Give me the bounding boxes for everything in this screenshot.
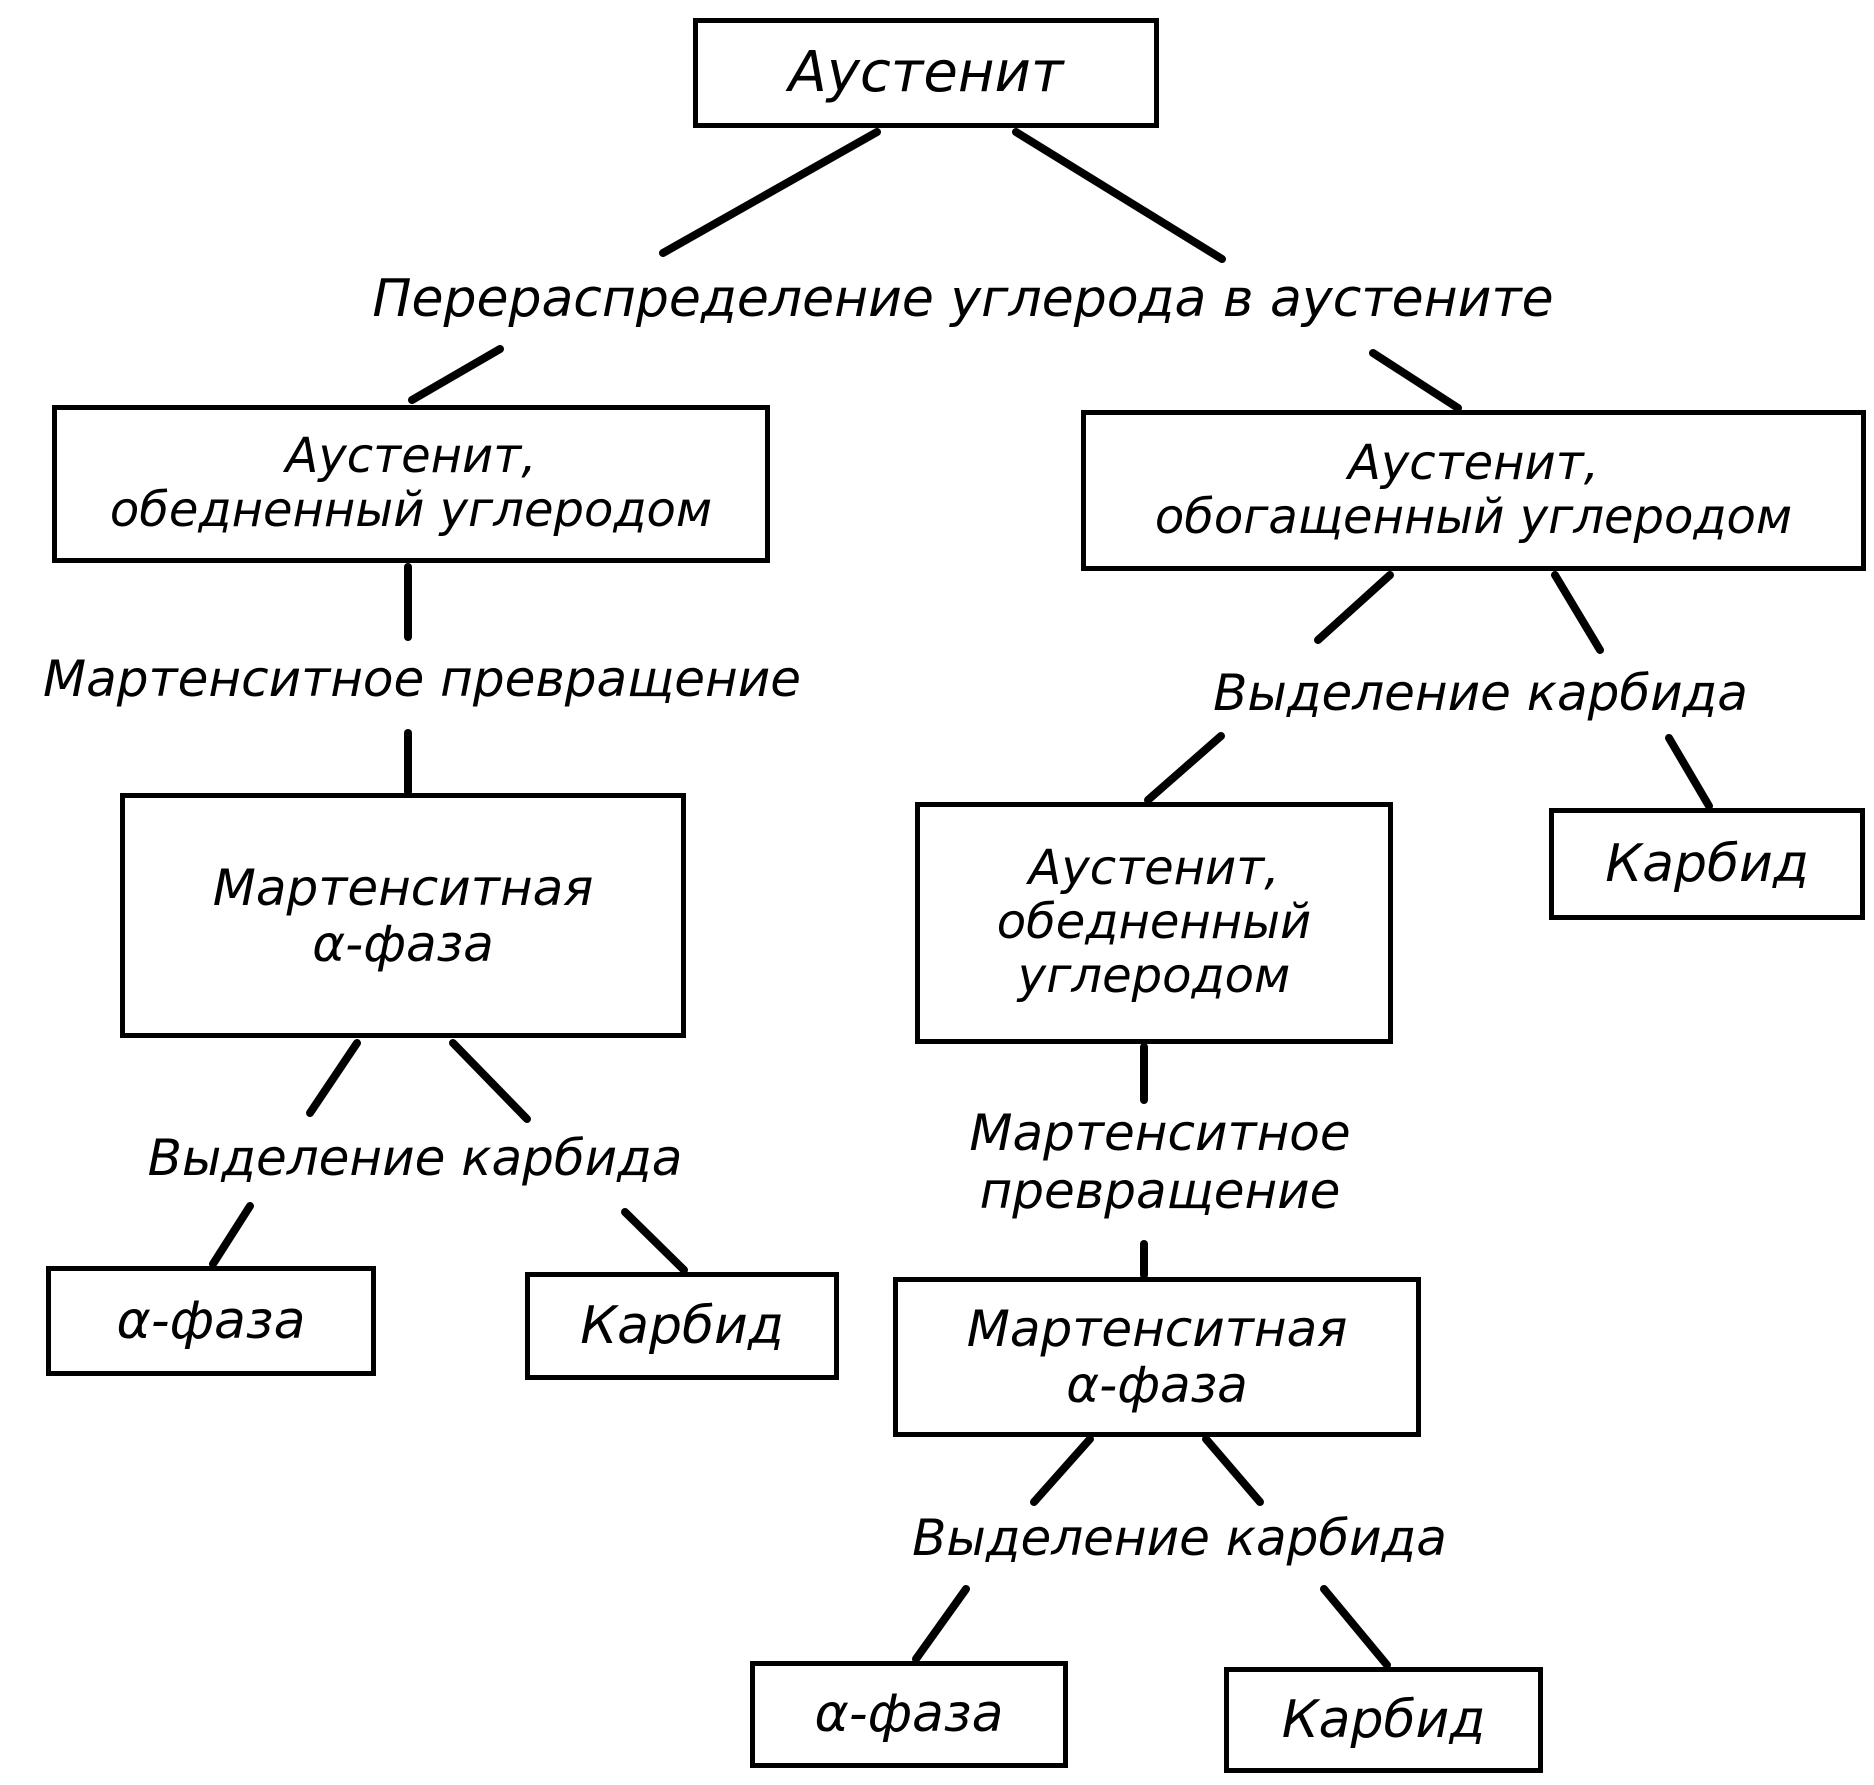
node-carbide-left: Карбид: [525, 1272, 839, 1380]
connector-line: [1202, 1435, 1264, 1506]
connector-line: [659, 128, 881, 257]
connector-line: [912, 1585, 970, 1663]
label-text-line: превращение: [979, 1161, 1341, 1220]
node-text-line: углеродом: [1017, 947, 1291, 1004]
connector-line: [1320, 1585, 1391, 1669]
label-text-line: Перераспределение углерода в аустените: [372, 269, 1554, 329]
node-text-line: Аустенит: [788, 39, 1064, 105]
node-alpha-phase-left: α-фаза: [46, 1266, 376, 1376]
node-austenite-enriched-right: Аустенит, обогащенный углеродом: [1081, 410, 1866, 571]
node-text-line: α-фаза: [1066, 1356, 1248, 1414]
connector-line: [1314, 571, 1394, 644]
label-text-line: Выделение карбида: [1213, 664, 1748, 722]
label-carbon-redistribution: Перераспределение углерода в аустените: [318, 269, 1608, 330]
node-text-line: Карбид: [1281, 1689, 1486, 1750]
node-text-line: обедненный углеродом: [109, 482, 713, 538]
node-text-line: Карбид: [580, 1295, 784, 1356]
connector-line: [1012, 128, 1226, 263]
connector-line: [1551, 571, 1604, 654]
label-carbide-precipitation-left: Выделение карбида: [115, 1129, 715, 1188]
label-carbide-precipitation-right: Выделение карбида: [1193, 664, 1768, 723]
connector-line: [306, 1039, 361, 1117]
node-martensitic-alpha-left: Мартенситная α-фаза: [120, 793, 686, 1038]
connector-line: [449, 1039, 531, 1123]
label-carbide-precipitation-bottom: Выделение карбида: [872, 1509, 1487, 1568]
node-text-line: Мартенситная: [212, 858, 594, 917]
node-text-line: обедненный: [996, 894, 1312, 951]
node-austenite-depleted-right: Аустенит, обедненный углеродом: [915, 802, 1393, 1044]
node-text-line: α-фаза: [116, 1290, 306, 1351]
connector-line: [1030, 1435, 1094, 1506]
label-text-line: Выделение карбида: [147, 1129, 683, 1187]
label-text-line: Мартенситное превращение: [43, 650, 801, 708]
node-text-line: Аустенит,: [1348, 434, 1599, 491]
label-text-line: Мартенситное: [969, 1104, 1351, 1162]
node-text-line: Карбид: [1605, 833, 1809, 894]
node-austenite-depleted-left: Аустенит, обедненный углеродом: [52, 405, 770, 563]
node-carbide-top-right: Карбид: [1549, 808, 1865, 920]
connector-line: [1369, 349, 1462, 412]
connector-line: [1144, 732, 1225, 804]
node-austenite: Аустенит: [693, 18, 1159, 128]
node-text-line: Мартенситная: [966, 1300, 1348, 1358]
node-carbide-bottom: Карбид: [1224, 1667, 1543, 1773]
node-text-line: Аустенит,: [1028, 840, 1280, 897]
node-text-line: α-фаза: [814, 1684, 1004, 1745]
node-text-line: обогащенный углеродом: [1154, 488, 1793, 545]
node-alpha-phase-bottom: α-фаза: [750, 1661, 1068, 1768]
label-text-line: Выделение карбида: [912, 1509, 1447, 1567]
node-martensitic-alpha-right: Мартенситная α-фаза: [893, 1277, 1421, 1437]
node-text-line: α-фаза: [312, 914, 494, 973]
connector-line: [408, 345, 504, 404]
connector-line: [209, 1202, 254, 1268]
connector-line: [621, 1208, 688, 1274]
connector-line: [1665, 734, 1713, 810]
label-martensitic-transformation-right: Мартенситное превращение: [920, 1104, 1400, 1220]
node-text-line: Аустенит,: [285, 428, 537, 485]
label-martensitic-transformation-left: Мартенситное превращение: [4, 650, 840, 709]
